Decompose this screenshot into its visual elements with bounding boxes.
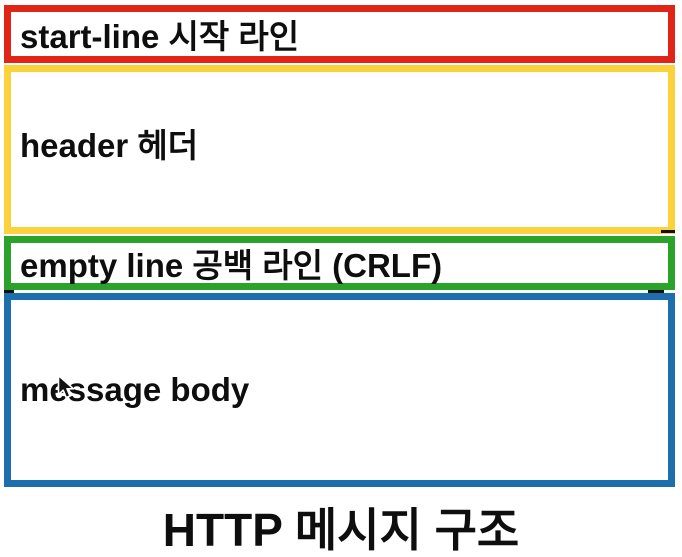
start-line-label: start-line 시작 라인 bbox=[20, 18, 300, 55]
boundary-artifact-mark bbox=[661, 230, 675, 233]
empty-line-label: empty line 공백 라인 (CRLF) bbox=[20, 247, 443, 284]
start-line-box: start-line 시작 라인 bbox=[4, 5, 675, 63]
empty-line-box: empty line 공백 라인 (CRLF) bbox=[4, 236, 675, 290]
message-body-label: message body bbox=[20, 371, 250, 408]
header-box: header 헤더 bbox=[4, 65, 675, 234]
message-body-box: message body bbox=[4, 293, 675, 487]
boundary-artifact-mark bbox=[4, 290, 14, 293]
header-label: header 헤더 bbox=[20, 126, 199, 164]
boundary-artifact-mark bbox=[648, 290, 664, 293]
diagram-title: HTTP 메시지 구조 bbox=[162, 504, 520, 556]
